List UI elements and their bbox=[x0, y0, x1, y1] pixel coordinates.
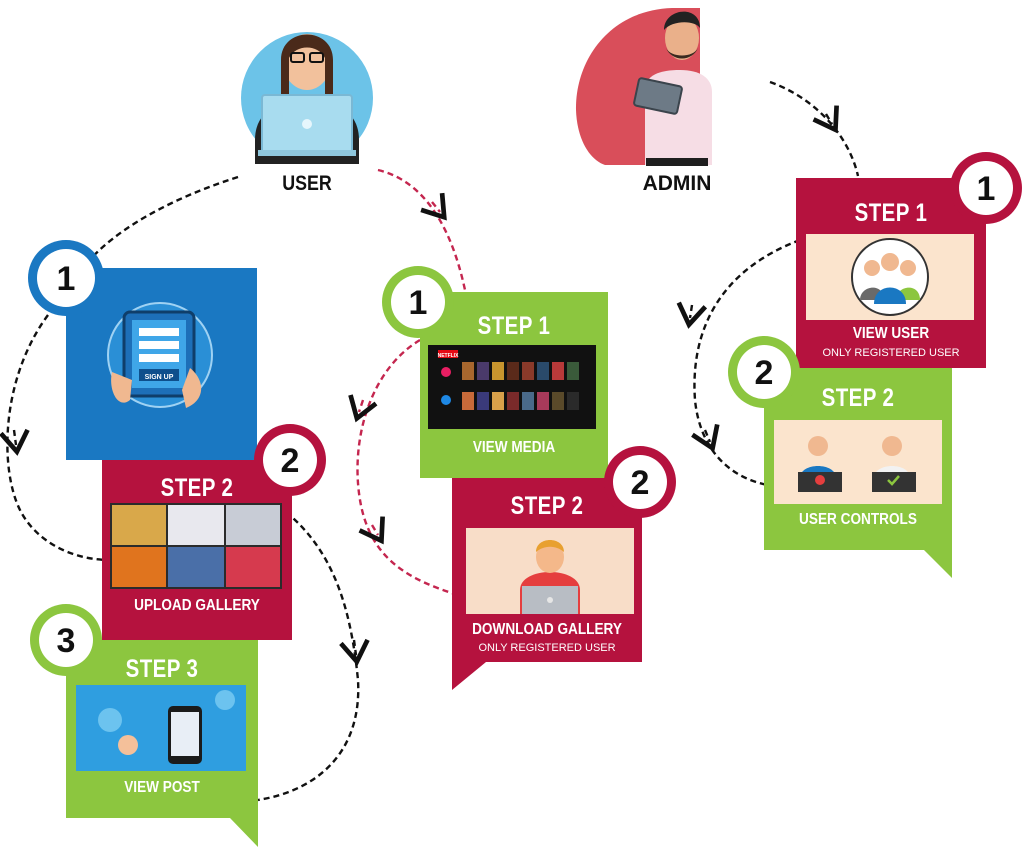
badge-view-media-number: 1 bbox=[409, 284, 428, 322]
download-step-caption: DOWNLOAD GALLERY bbox=[472, 621, 622, 638]
arrow-media-loop bbox=[356, 338, 459, 597]
user-avatar-icon bbox=[241, 32, 373, 164]
view-post-step-caption: VIEW POST bbox=[124, 779, 200, 796]
badge-view-user bbox=[950, 152, 1022, 224]
badge-view-post bbox=[30, 604, 102, 676]
view-post-card bbox=[66, 640, 258, 847]
netflix-label: NETFLIX bbox=[438, 353, 459, 359]
user-controls-step-caption: USER CONTROLS bbox=[799, 511, 917, 528]
badge-download-number: 2 bbox=[631, 464, 650, 502]
badge-download bbox=[604, 446, 676, 518]
user-controls-icon bbox=[798, 436, 916, 492]
download-gallery-card bbox=[452, 478, 642, 690]
view-media-step-title: STEP 1 bbox=[477, 312, 551, 340]
arrow-media-head bbox=[420, 192, 447, 221]
badge-upload-number: 2 bbox=[281, 442, 300, 480]
badge-view-post-number: 3 bbox=[57, 622, 76, 660]
arrow-admin-loop-head2 bbox=[691, 423, 720, 453]
badge-upload bbox=[254, 424, 326, 496]
users-group-icon bbox=[851, 238, 929, 316]
signup-card: SIGN UP bbox=[66, 268, 257, 495]
admin-avatar-icon bbox=[575, 8, 712, 166]
connectors bbox=[0, 80, 860, 802]
badge-signup bbox=[28, 240, 104, 316]
arrow-admin-loop bbox=[693, 238, 801, 487]
arrow-left-loop-head bbox=[0, 428, 30, 456]
admin-label: ADMIN bbox=[643, 172, 712, 195]
upload-step-title: STEP 2 bbox=[160, 474, 234, 502]
arrow-upload-head bbox=[339, 638, 370, 666]
user-controls-card bbox=[764, 368, 952, 578]
badge-view-user-number: 1 bbox=[977, 170, 996, 208]
arrow-admin-to-step1 bbox=[769, 80, 860, 177]
badge-signup-number: 1 bbox=[57, 260, 76, 298]
badge-user-controls bbox=[728, 336, 800, 408]
view-user-step-title: STEP 1 bbox=[854, 199, 928, 227]
view-media-card bbox=[420, 292, 608, 510]
badge-view-media bbox=[382, 266, 454, 338]
view-user-card bbox=[796, 178, 986, 392]
download-step-subcaption: ONLY REGISTERED USER bbox=[478, 642, 616, 654]
arrow-media-loop-head bbox=[348, 394, 378, 423]
arrow-admin-loop-head bbox=[676, 301, 708, 329]
signup-button-label: SIGN UP bbox=[145, 374, 174, 381]
arrow-user-to-media bbox=[377, 168, 467, 291]
view-user-step-caption: VIEW USER bbox=[852, 325, 930, 342]
arrow-user-to-signup bbox=[64, 175, 239, 301]
user-label: USER bbox=[282, 172, 332, 196]
tablet-signup-icon bbox=[107, 302, 213, 408]
view-post-step-title: STEP 3 bbox=[125, 655, 199, 683]
arrow-admin-head bbox=[812, 105, 839, 134]
upload-gallery-card bbox=[102, 460, 292, 665]
upload-step-caption: UPLOAD GALLERY bbox=[134, 597, 260, 614]
user-controls-step-title: STEP 2 bbox=[821, 384, 895, 412]
view-user-step-subcaption: ONLY REGISTERED USER bbox=[822, 347, 960, 359]
arrow-media-loop-head2 bbox=[358, 516, 385, 545]
arrow-upload-to-view bbox=[257, 499, 360, 802]
arrow-left-loop bbox=[6, 314, 111, 562]
download-step-title: STEP 2 bbox=[510, 492, 584, 520]
view-media-step-caption: VIEW MEDIA bbox=[472, 439, 556, 456]
badge-user-controls-number: 2 bbox=[755, 354, 774, 392]
download-user-icon bbox=[520, 540, 580, 614]
